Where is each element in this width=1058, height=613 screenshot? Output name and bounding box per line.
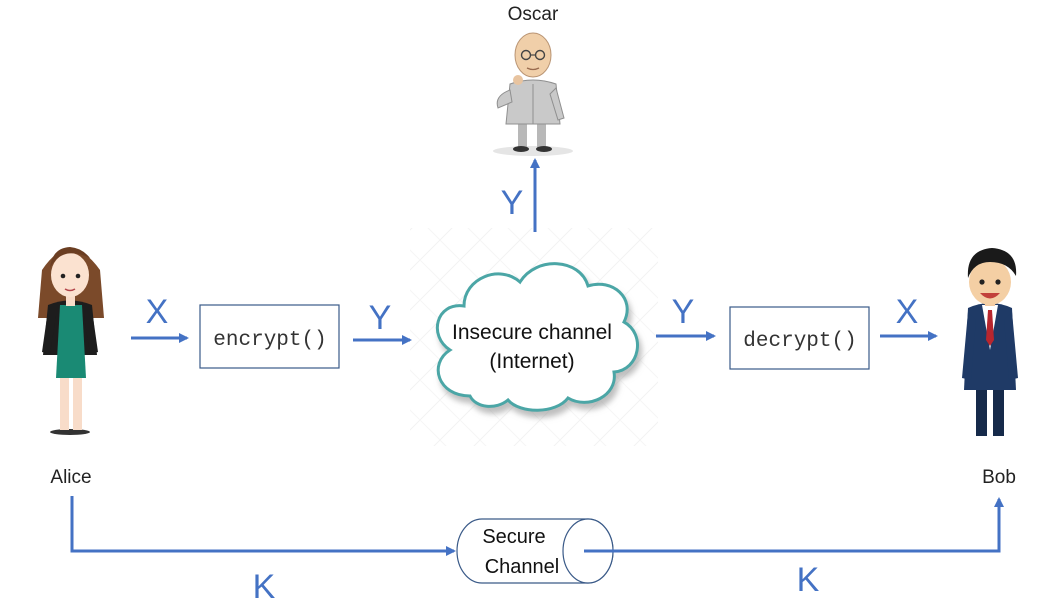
key-alice-label: K	[253, 568, 276, 606]
key-bob-label: K	[797, 561, 820, 599]
man-figure-icon	[962, 248, 1018, 436]
decrypt-function-box	[729, 306, 870, 370]
secure-channel-line1: Secure	[482, 526, 545, 548]
ciphertext-from-cloud-label: Y	[672, 293, 695, 331]
bob-name-label: Bob	[982, 467, 1016, 488]
arrow-alice-to-secure-channel	[70, 496, 456, 556]
woman-figure-icon	[38, 247, 104, 435]
encrypt-function-label: encrypt()	[213, 329, 326, 352]
encrypt-function-box	[199, 304, 340, 369]
alice-name-label: Alice	[50, 467, 91, 488]
plaintext-output-label: X	[896, 293, 919, 331]
insecure-channel-cloud	[435, 262, 639, 412]
insecure-channel-line1: Insecure channel	[452, 321, 612, 344]
insecure-channel-line2: (Internet)	[489, 350, 574, 373]
decrypt-function-label: decrypt()	[743, 330, 856, 353]
oscar-name-label: Oscar	[508, 4, 559, 25]
arrow-secure-channel-to-bob	[584, 497, 1004, 553]
eavesdropper-figure-icon	[493, 32, 573, 156]
plaintext-input-label: X	[146, 293, 169, 331]
secure-channel-line2: Channel	[485, 556, 560, 578]
ciphertext-to-cloud-label: Y	[369, 299, 392, 337]
ciphertext-to-oscar-label: Y	[501, 184, 524, 222]
secure-channel-pipe	[456, 518, 614, 584]
